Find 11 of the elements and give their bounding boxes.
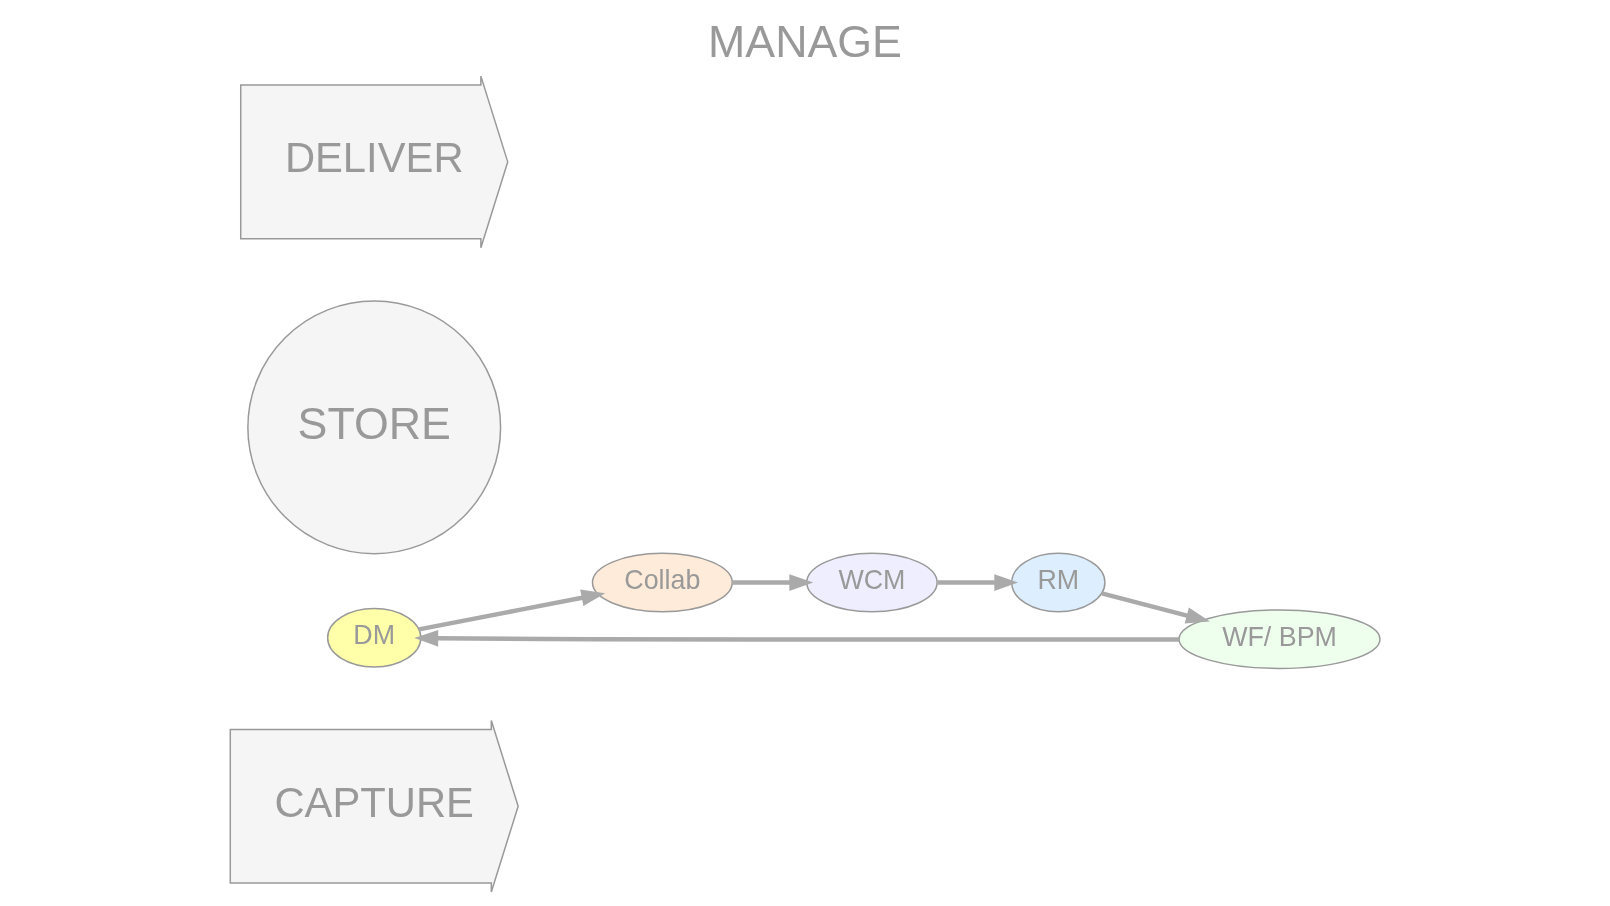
node-ellipse: DM: [326, 607, 422, 668]
node-circle: STORE: [247, 299, 502, 554]
arrow: [732, 573, 814, 591]
node-ellipse: Collab: [591, 552, 733, 612]
arrow: [418, 589, 606, 632]
node-ellipse: WCM: [806, 552, 938, 612]
arrow: [1101, 590, 1210, 624]
arrow: [414, 629, 1180, 647]
diagram-title: MANAGE: [708, 15, 902, 66]
node-ellipse: RM: [1011, 552, 1106, 612]
arrow: [937, 573, 1019, 591]
